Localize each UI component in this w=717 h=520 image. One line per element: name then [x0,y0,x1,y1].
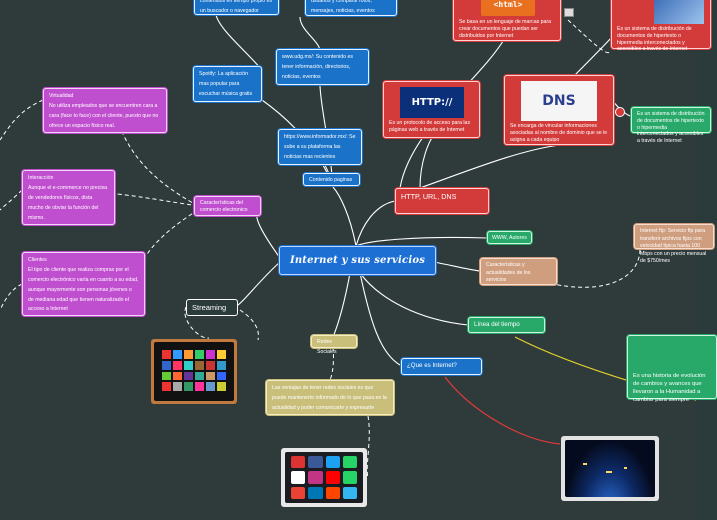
node-virtualidad-body: No utiliza empleados que se encuentren c… [49,102,159,129]
node-caracteristicas-comercio-text: Características del comercio electronico [200,200,248,214]
node-contenido-paginas[interactable]: Contenido paginas [303,173,360,186]
node-internet-ftp[interactable]: Internet ftp: Servicio ftp para transfer… [634,224,714,264]
node-interaccion[interactable]: Interacción Aunque el e-commerce no prec… [22,170,115,225]
node-spotify[interactable]: Spotify: La aplicación mas popular para … [193,66,262,102]
node-udg-text: www.udg.mx/: Su contenido es tener infor… [282,54,353,80]
node-www-autores-text: WWW, Autores [492,235,527,241]
http-logo-text: HTTP:// [411,97,453,108]
html-logo-text: <html> [493,0,523,10]
node-streaming[interactable]: Streaming [186,299,238,316]
node-dns-desc[interactable]: DNS Se encarga de vincular informaciones… [504,75,614,145]
node-historia-text: Es una historia de evolución de cambios … [633,373,706,404]
node-http-desc[interactable]: HTTP:// Es un protocolo de acceso para l… [383,81,480,138]
node-ventajas-redes[interactable]: Las ventajas de tener redes sociales es … [266,380,394,415]
node-que-es-internet[interactable]: ¿Que es Internet? [401,358,482,375]
note-icon[interactable] [564,8,574,17]
node-www-desc-2[interactable]: Es un sistema de distribución de documen… [631,107,711,144]
node-udg[interactable]: www.udg.mx/: Su contenido es tener infor… [276,49,369,85]
node-virtualidad[interactable]: Virtualidad No utiliza empleados que se … [43,88,167,133]
node-www-desc-1[interactable]: Es un sistema de distribución de documen… [611,0,711,53]
node-www-desc-1-text: Es un sistema de distribución de documen… [617,26,692,53]
node-redes-sociales-text: Redes Sociales [317,339,337,355]
node-interaccion-title: Interacción [28,175,54,181]
node-contenido-paginas-text: Contenido paginas [309,177,353,183]
node-redes-sociales[interactable]: Redes Sociales [311,335,357,355]
node-informador[interactable]: https://www.informador.mx/: Se sube a su… [278,129,362,165]
node-informador-text: https://www.informador.mx/: Se sube a su… [284,134,356,160]
node-www-desc-2-text: Es un sistema de distribución de documen… [637,111,705,144]
central-topic[interactable]: Internet y sus servicios [279,246,436,275]
dns-logo-icon: DNS [521,81,597,121]
node-http-url-dns-text: HTTP, URL, DNS [401,192,457,201]
node-clientes-body: El tipo de cliente que realiza compras p… [28,266,139,313]
node-caracteristicas-servicios[interactable]: Características y actualidades de los se… [480,258,557,285]
node-search-engine-text: contenidos en tiempo propio es un buscad… [200,0,273,14]
node-html-desc[interactable]: <html> Se basa en un lenguaje de marcas … [453,0,561,41]
node-interaccion-body: Aunque el e-commerce no precisa de vende… [28,184,108,221]
http-logo-icon: HTTP:// [400,87,464,118]
central-topic-label: Internet y sus servicios [289,255,426,266]
www-image-icon [654,0,704,24]
social-apps-icon [285,452,363,503]
earth-night-image [561,436,659,501]
node-linea-tiempo[interactable]: Línea del tiempo [468,317,545,333]
tv-screen-icon [154,342,234,401]
link-icon[interactable] [615,107,625,117]
node-clientes-title: Clientes [28,257,47,263]
node-caracteristicas-servicios-text: Características y actualidades de los se… [486,262,531,284]
node-caracteristicas-comercio[interactable]: Características del comercio electronico [194,196,261,216]
html-logo-icon: <html> [481,0,535,16]
node-virtualidad-title: Virtualidad [49,93,74,99]
node-streaming-text: Streaming [192,303,227,312]
node-historia[interactable]: Es una historia de evolución de cambios … [627,335,717,403]
earth-icon [565,440,655,497]
node-dns-desc-text: Se encarga de vincular informaciones aso… [510,123,608,143]
node-spotify-text: Spotify: La aplicación mas popular para … [199,71,253,97]
node-html-desc-text: Se basa en un lenguaje de marcas para cr… [459,19,551,39]
node-social-messages[interactable]: usuarios y compartir fotos, mensajes, no… [305,0,397,16]
node-search-engine[interactable]: contenidos en tiempo propio es un buscad… [194,0,279,15]
node-social-messages-text: usuarios y compartir fotos, mensajes, no… [311,0,375,14]
node-http-url-dns[interactable]: HTTP, URL, DNS [395,188,489,214]
node-linea-tiempo-text: Línea del tiempo [474,321,520,328]
node-internet-ftp-text: Internet ftp: Servicio ftp para transfer… [640,228,707,265]
node-que-es-internet-text: ¿Que es Internet? [407,362,457,369]
node-clientes[interactable]: Clientes El tipo de cliente que realiza … [22,252,145,316]
streaming-tv-image [151,339,237,404]
dns-logo-text: DNS [542,92,576,109]
node-www-autores[interactable]: WWW, Autores [487,231,532,244]
social-apps-image [281,448,367,507]
node-ventajas-redes-text: Las ventajas de tener redes sociales es … [272,385,387,411]
node-http-desc-text: Es un protocolo de acceso para las págin… [389,120,471,133]
